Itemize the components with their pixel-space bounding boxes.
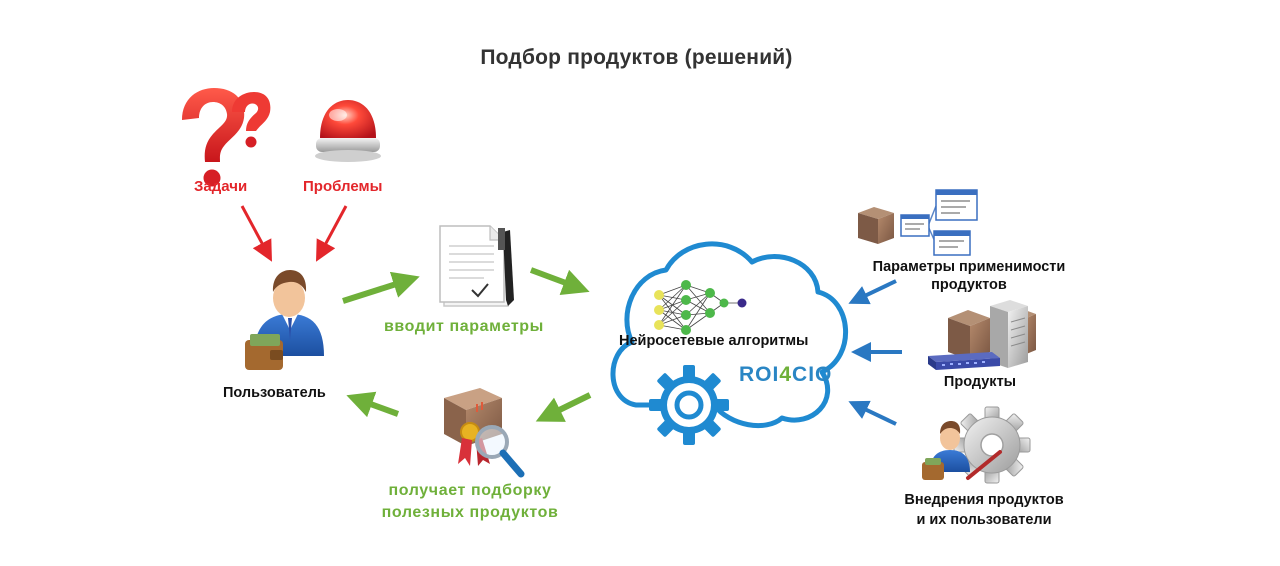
question-icon (182, 88, 271, 187)
products-box-icon (948, 309, 1036, 360)
diagram-title: Подбор продуктов (решений) (480, 46, 793, 69)
arrow-result-to-user (346, 391, 400, 418)
server-icon (990, 300, 1028, 368)
neural-network-icon (654, 280, 747, 335)
brand-logo: ROI4CIO (739, 363, 832, 387)
wallet-icon (245, 334, 283, 370)
document-pen-icon (439, 225, 514, 307)
switch-icon (928, 352, 1000, 370)
arrow-params-to-cloud (529, 267, 590, 296)
label-tasks: Задачи (194, 178, 248, 195)
form-windows-icon (900, 189, 978, 256)
label-receives-line1: получает подборку (388, 482, 552, 499)
arrow-problems-to-user (316, 205, 348, 262)
magnifier-icon (475, 425, 525, 478)
arrow-params-applicability-to-cloud (848, 279, 897, 305)
label-algorithms: Нейросетевые алгоритмы (619, 333, 809, 349)
gear-icon (649, 365, 729, 445)
brand-right: CIO (792, 363, 833, 386)
box-icon (858, 207, 894, 244)
label-receives-line2: полезных продуктов (381, 504, 559, 521)
label-products: Продукты (943, 374, 1017, 390)
label-problems: Проблемы (303, 178, 383, 195)
gears-user-icon (922, 406, 1031, 484)
label-impl-line2: и их пользователи (916, 512, 1052, 528)
label-user: Пользователь (223, 385, 326, 401)
brand-accent: 4 (779, 363, 793, 386)
siren-icon (315, 100, 381, 162)
label-impl-line1: Внедрения продуктов (904, 492, 1064, 508)
arrow-cloud-to-result (535, 392, 592, 422)
arrow-user-to-params (342, 271, 420, 304)
label-params-line2: продуктов (931, 277, 1007, 293)
arrow-implementations-to-cloud (848, 400, 897, 426)
arrow-tasks-to-user (240, 205, 272, 262)
brand-left: ROI (739, 363, 780, 386)
label-params-line1: Параметры применимости (872, 259, 1066, 275)
user-icon (254, 270, 324, 356)
label-enters-params: вводит параметры (384, 318, 544, 335)
